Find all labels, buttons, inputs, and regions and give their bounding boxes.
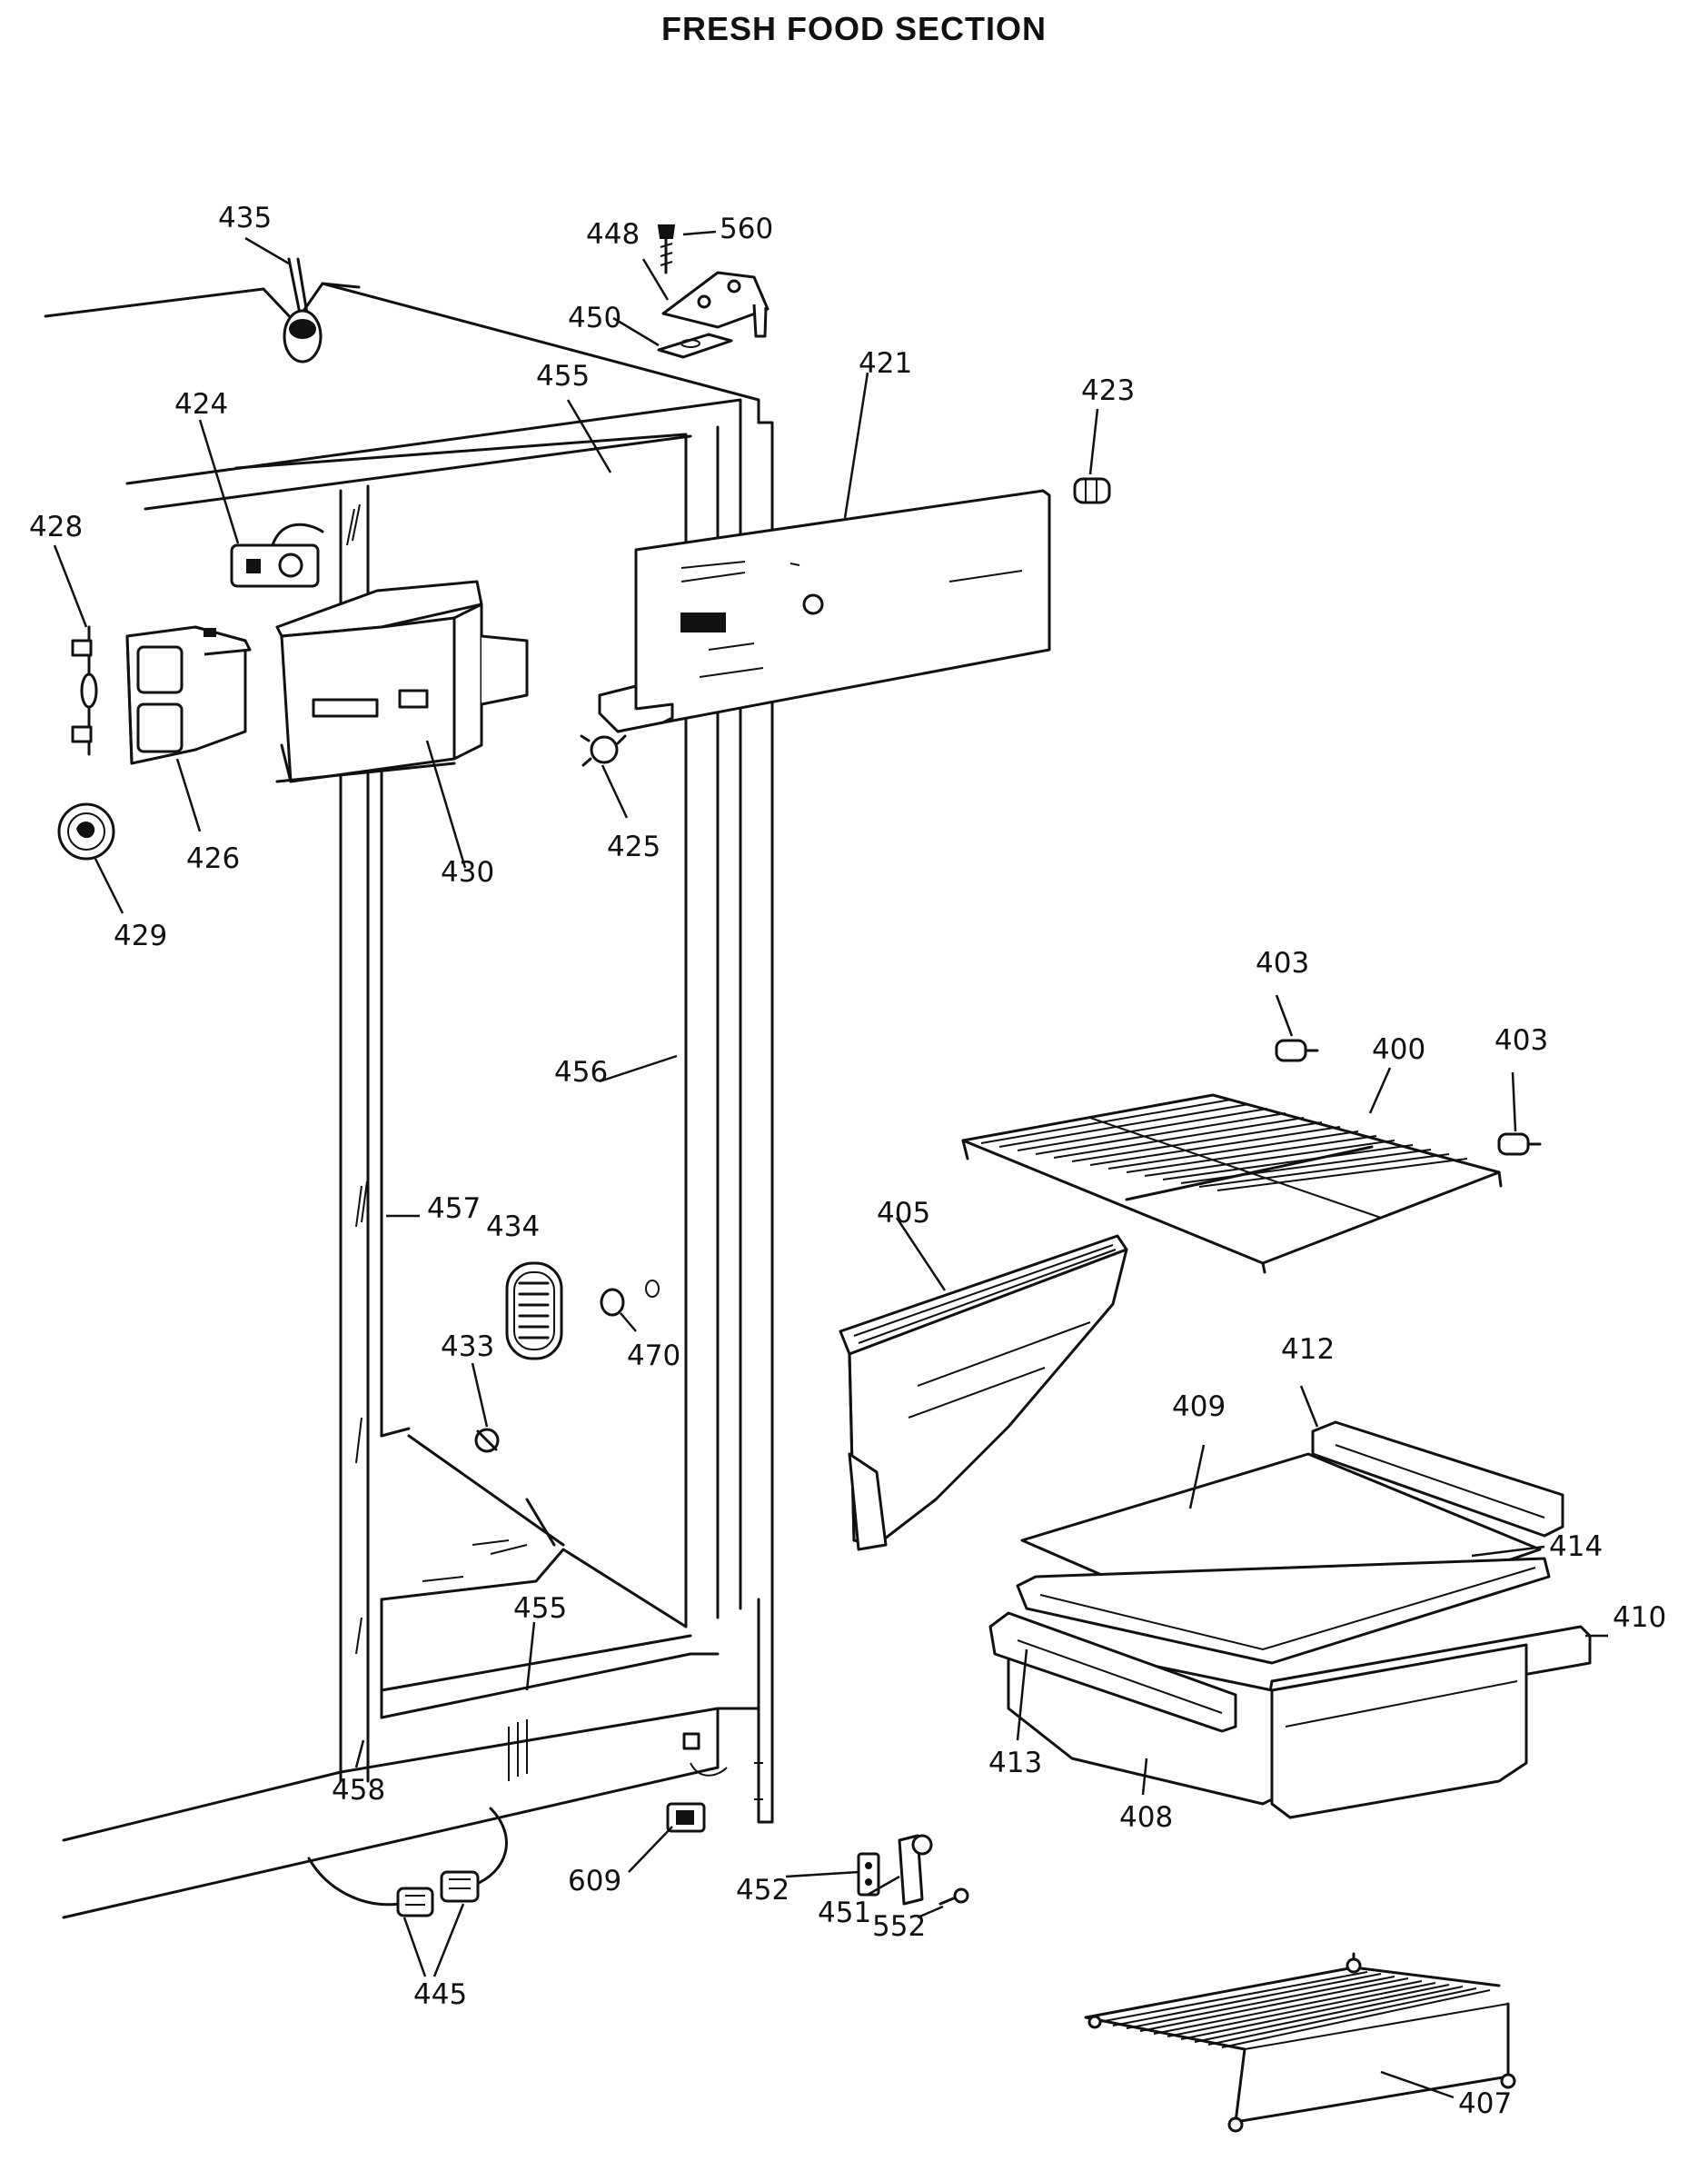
screw-560 <box>657 224 676 274</box>
light-housing-426 <box>125 625 252 765</box>
label-410: 410 <box>1613 1601 1666 1634</box>
crisper-frame-405 <box>839 1234 1128 1551</box>
label-403-left: 403 <box>1256 947 1309 980</box>
label-448: 448 <box>586 218 640 251</box>
diagram-title: FRESH FOOD SECTION <box>661 10 1047 47</box>
bulb-433 <box>474 1428 500 1453</box>
shelf-support-403a <box>1275 1039 1319 1062</box>
label-445: 445 <box>413 1978 467 2011</box>
switch-609 <box>666 1802 706 1833</box>
label-408: 408 <box>1119 1801 1173 1834</box>
label-451: 451 <box>818 1897 871 1929</box>
control-housing-430 <box>275 580 529 783</box>
thermostat-424 <box>230 523 324 588</box>
label-455-bottom: 455 <box>513 1592 567 1625</box>
clip-425 <box>580 734 627 767</box>
label-452: 452 <box>736 1874 789 1907</box>
label-430: 430 <box>441 856 494 889</box>
label-413: 413 <box>988 1747 1042 1779</box>
label-423: 423 <box>1081 374 1135 407</box>
label-412: 412 <box>1281 1333 1335 1366</box>
control-knob-429 <box>57 802 115 861</box>
label-407: 407 <box>1458 2087 1512 2120</box>
label-425: 425 <box>607 831 660 863</box>
label-400: 400 <box>1372 1033 1425 1066</box>
label-470: 470 <box>627 1339 680 1372</box>
part-number-labels: 435 448 560 450 455 421 423 424 428 426 … <box>29 202 1666 2120</box>
label-435: 435 <box>218 202 272 234</box>
label-421: 421 <box>859 347 912 380</box>
label-455-top: 455 <box>536 360 590 393</box>
screw-552 <box>938 1887 969 1906</box>
wiring-harness-445 <box>307 1807 508 1917</box>
wire-shelf-400 <box>961 1093 1503 1274</box>
label-450: 450 <box>568 302 621 334</box>
lower-hinge-451 <box>898 1834 933 1906</box>
plug-470 <box>600 1280 660 1317</box>
hinge-plate-452 <box>857 1852 880 1897</box>
label-403-right: 403 <box>1494 1024 1548 1057</box>
label-428: 428 <box>29 511 83 543</box>
label-552: 552 <box>872 1910 926 1943</box>
label-456: 456 <box>554 1056 608 1089</box>
rail-412 <box>1311 1420 1564 1538</box>
label-405: 405 <box>877 1197 930 1230</box>
label-426: 426 <box>186 842 240 875</box>
label-409: 409 <box>1172 1390 1226 1423</box>
shim-450 <box>657 333 733 359</box>
light-socket-428 <box>71 625 98 756</box>
wire-shelf-407 <box>1084 1952 1516 2133</box>
label-457: 457 <box>427 1192 481 1225</box>
top-hinge-448 <box>661 271 770 338</box>
drawer-handle-413 <box>988 1611 1237 1733</box>
leader-lines <box>53 230 1608 2099</box>
label-458: 458 <box>332 1774 385 1807</box>
label-434: 434 <box>486 1210 540 1243</box>
bumper-423 <box>1073 477 1111 504</box>
label-414: 414 <box>1549 1530 1603 1563</box>
label-609: 609 <box>568 1865 621 1897</box>
label-560: 560 <box>720 213 773 245</box>
label-433: 433 <box>441 1330 494 1363</box>
crisper-cover-frame-414 <box>1016 1557 1551 1665</box>
thermistor-435 <box>283 257 323 364</box>
rail-square-hole <box>682 1732 700 1750</box>
label-429: 429 <box>114 920 167 952</box>
label-424: 424 <box>174 388 228 421</box>
cabinet-liner <box>44 282 774 1919</box>
light-shield-434 <box>505 1261 563 1360</box>
control-panel-421 <box>598 489 1051 733</box>
shelf-support-403b <box>1497 1132 1542 1156</box>
